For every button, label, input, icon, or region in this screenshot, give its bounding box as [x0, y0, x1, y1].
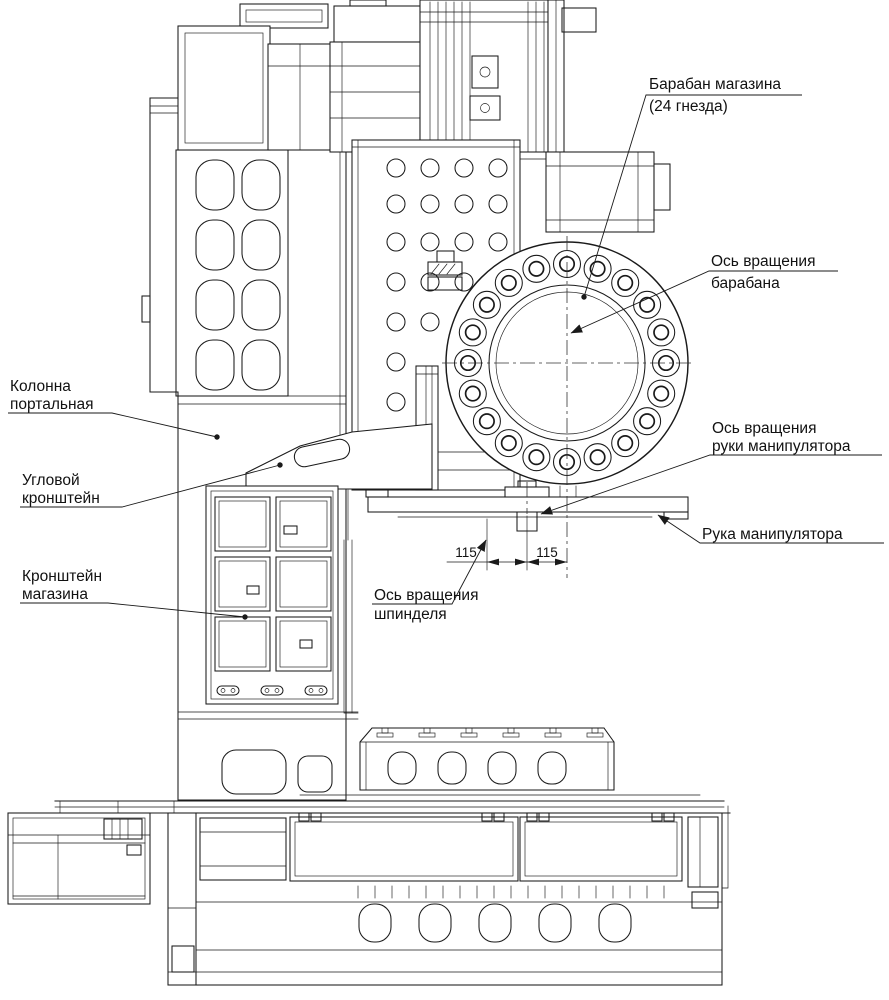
label-spindle-axis-line1: Ось вращения: [374, 587, 478, 604]
callout-manipulator-axis: Ось вращения руки манипулятора: [540, 420, 882, 515]
machine-base: [7, 805, 729, 986]
callout-portal-column: Колонна портальная: [8, 378, 220, 440]
label-drum-axis-line2: барабана: [711, 275, 780, 292]
callout-drum-axis: Ось вращения барабана: [570, 253, 838, 334]
callout-spindle-axis: Ось вращения шпинделя: [372, 539, 487, 623]
label-magazine-drum-line1: Барабан магазина: [649, 76, 781, 93]
base-left-foot: [167, 812, 199, 986]
head-column: [329, 0, 597, 160]
label-magazine-drum-line2: (24 гнезда): [649, 98, 728, 115]
label-angular-bracket-line2: кронштейн: [22, 490, 100, 507]
column-slot: [195, 159, 281, 391]
label-drum-axis-line1: Ось вращения: [711, 253, 815, 270]
label-manipulator-arm: Рука манипулятора: [702, 526, 843, 543]
saddle: [7, 794, 731, 814]
callout-manipulator-arm: Рука манипулятора: [657, 514, 884, 544]
label-angular-bracket-line1: Угловой: [22, 472, 80, 489]
dimension-right-value: 115: [536, 545, 558, 560]
dimension-left-value: 115: [455, 545, 477, 560]
dimension-115-115: 115 115: [446, 515, 568, 571]
magazine-bracket: [205, 485, 339, 705]
drum-support-block: [545, 151, 671, 233]
tool-pockets-outer: [453, 249, 681, 477]
head-left-block: [177, 3, 335, 151]
label-portal-column-line2: портальная: [10, 396, 94, 413]
label-spindle-axis-line2: шпинделя: [374, 606, 447, 623]
centerlines: [442, 236, 692, 578]
label-magazine-bracket-line2: магазина: [22, 586, 88, 603]
bracket-panels: [214, 496, 332, 672]
base-bed: [195, 812, 723, 986]
label-manipulator-axis-line1: Ось вращения: [712, 420, 816, 437]
label-magazine-bracket-line1: Кронштейн: [22, 568, 102, 585]
angular-bracket: [245, 423, 433, 490]
machine-table: [359, 727, 615, 791]
callout-magazine-bracket: Кронштейн магазина: [20, 568, 248, 620]
callout-magazine-drum: Барабан магазина (24 гнезда): [581, 76, 802, 300]
base-cabinet: [7, 812, 151, 905]
label-manipulator-axis-line2: руки манипулятора: [712, 438, 851, 455]
bed-oval-holes: [358, 903, 632, 943]
callout-angular-bracket: Угловой кронштейн: [20, 462, 283, 508]
label-portal-column-line1: Колонна: [10, 378, 71, 395]
t-slots: [376, 727, 604, 738]
gear-motor-detail: [427, 250, 463, 291]
bracket-foot-slots: [216, 685, 328, 696]
column-side-strip: [343, 489, 359, 714]
